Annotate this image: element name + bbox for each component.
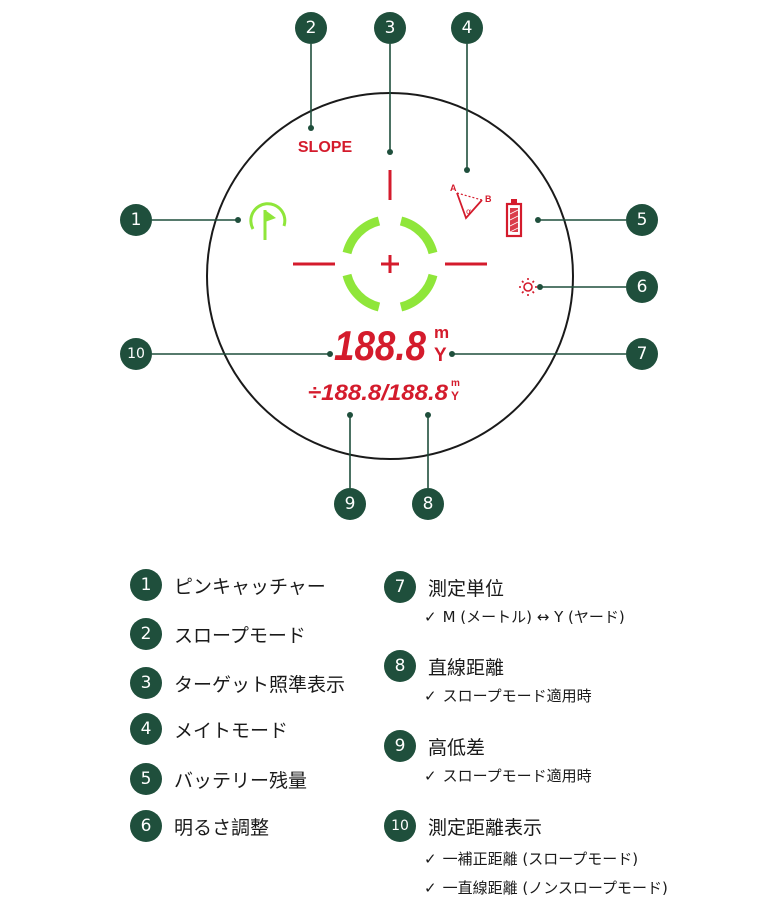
check-icon: ✓	[424, 850, 437, 868]
sub-distance-readout: ÷188.8/188.8	[308, 380, 449, 405]
legend-label: 測定距離表示	[428, 816, 543, 839]
svg-text:B: B	[485, 194, 492, 204]
legend-item-4: 4 メイトモード	[130, 713, 288, 745]
legend-badge: 8	[384, 650, 416, 682]
legend-sub-text: M (メートル) ↔ Y (ヤード)	[442, 608, 625, 626]
legend-item-3: 3 ターゲット照準表示	[130, 667, 345, 699]
brightness-icon	[519, 278, 537, 296]
legend-label: 直線距離	[428, 656, 505, 679]
check-icon: ✓	[424, 687, 437, 705]
check-icon: ✓	[424, 767, 437, 785]
legend-label: 測定単位	[428, 577, 505, 600]
callout-badge-10: 10	[120, 338, 152, 370]
pin-catcher-icon	[249, 202, 287, 240]
legend-sub-text: スロープモード適用時	[442, 687, 592, 705]
mate-mode-icon: A B α	[450, 183, 492, 220]
legend-item-2: 2 スロープモード	[130, 618, 306, 650]
legend-badge: 5	[130, 763, 162, 795]
legend-label: メイトモード	[174, 719, 289, 742]
leader-lines	[152, 44, 626, 488]
crosshair-center-plus	[381, 255, 399, 273]
sub-unit-y: Y	[451, 389, 459, 403]
legend-sub-9-1: ✓ スロープモード適用時	[424, 765, 592, 786]
legend-item-10: 10 測定距離表示	[384, 810, 542, 842]
legend-badge: 10	[384, 810, 416, 842]
main-distance-readout: 188.8	[334, 322, 427, 369]
legend-label: ターゲット照準表示	[174, 673, 346, 696]
legend-label: スロープモード	[174, 624, 306, 647]
callout-badge-7: 7	[626, 338, 658, 370]
sub-unit-m: m	[451, 378, 460, 389]
check-icon: ✓	[424, 608, 437, 626]
rangefinder-display-diagram: SLOPE A B α	[152, 44, 626, 488]
callout-badge-9: 9	[334, 488, 366, 520]
callout-badge-6: 6	[626, 271, 658, 303]
legend-label: バッテリー残量	[174, 769, 308, 792]
legend-item-8: 8 直線距離	[384, 650, 504, 682]
legend-badge: 6	[130, 810, 162, 842]
legend-badge: 3	[130, 667, 162, 699]
legend-sub-10-1: ✓ 一補正距離 (スロープモード)	[424, 848, 638, 869]
callout-badge-3: 3	[374, 12, 406, 44]
legend-item-7: 7 測定単位	[384, 571, 504, 603]
main-unit-m: m	[434, 323, 449, 342]
slope-indicator: SLOPE	[298, 139, 353, 156]
legend-badge: 1	[130, 569, 162, 601]
legend-item-5: 5 バッテリー残量	[130, 763, 307, 795]
legend-item-9: 9 高低差	[384, 730, 485, 762]
legend-sub-text: スロープモード適用時	[442, 767, 592, 785]
callout-badge-4: 4	[451, 12, 483, 44]
legend-sub-10-2: ✓ 一直線距離 (ノンスロープモード)	[424, 877, 668, 898]
legend-badge: 2	[130, 618, 162, 650]
legend-label: ピンキャッチャー	[174, 575, 326, 598]
legend-sub-text: 一直線距離 (ノンスロープモード)	[442, 879, 668, 897]
legend-badge: 4	[130, 713, 162, 745]
legend-item-6: 6 明るさ調整	[130, 810, 269, 842]
legend-label: 明るさ調整	[174, 816, 270, 839]
legend-sub-text: 一補正距離 (スロープモード)	[442, 850, 639, 868]
legend-item-1: 1 ピンキャッチャー	[130, 569, 326, 601]
legend-badge: 9	[384, 730, 416, 762]
callout-badge-5: 5	[626, 204, 658, 236]
main-unit-y: Y	[434, 345, 447, 366]
legend-badge: 7	[384, 571, 416, 603]
battery-icon	[505, 199, 523, 238]
callout-badge-2: 2	[295, 12, 327, 44]
legend-label: 高低差	[428, 736, 486, 759]
target-ring	[342, 216, 438, 312]
check-icon: ✓	[424, 879, 437, 897]
svg-text:α: α	[466, 207, 471, 216]
svg-text:A: A	[450, 183, 457, 193]
legend-sub-8-1: ✓ スロープモード適用時	[424, 685, 592, 706]
callout-badge-1: 1	[120, 204, 152, 236]
legend-sub-7-1: ✓ M (メートル) ↔ Y (ヤード)	[424, 606, 625, 627]
callout-badge-8: 8	[412, 488, 444, 520]
